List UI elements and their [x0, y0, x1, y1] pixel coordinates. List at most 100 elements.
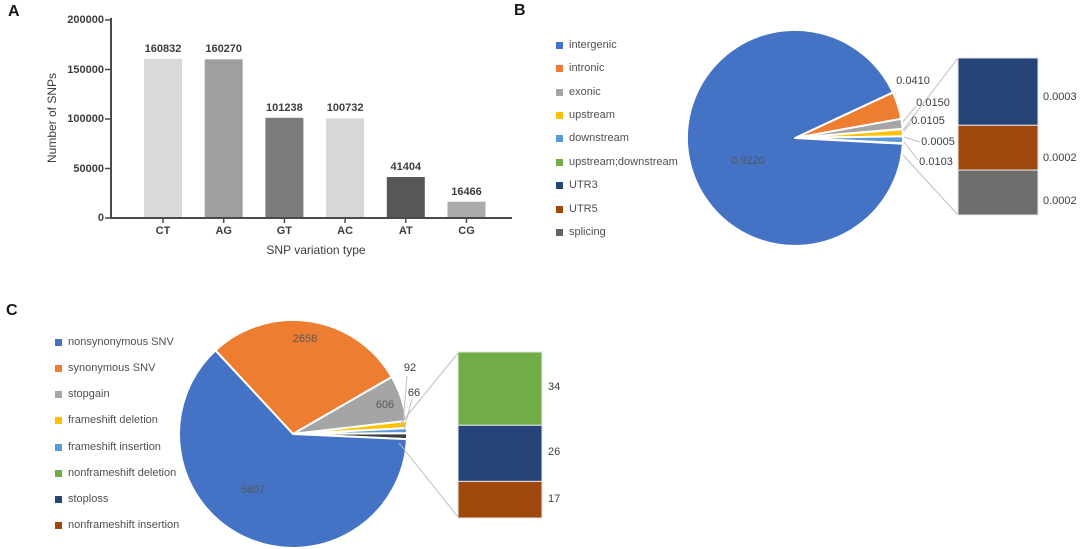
legend-swatch	[556, 158, 563, 166]
chart-line	[903, 136, 921, 143]
pie-slice-label: 0.0410	[896, 75, 930, 87]
x-category-label: AT	[398, 225, 413, 237]
legend-item-utr3: UTR3	[556, 179, 598, 191]
legend-label: frameshift deletion	[68, 414, 158, 426]
legend-label: stopgain	[68, 388, 110, 400]
legend-label: splicing	[569, 226, 606, 238]
pie-slice-nonsynonymous SNV	[178, 349, 408, 549]
legend-item-nonsynonymous-snv: nonsynonymous SNV	[55, 336, 174, 348]
y-axis-tick-label: 150000	[67, 63, 104, 76]
legend-swatch	[55, 521, 62, 529]
pie-slice-label: 0.9220	[731, 155, 765, 167]
breakout-segment-nonframeshift deletion	[457, 351, 543, 426]
bar-value-label: 160832	[144, 42, 182, 55]
legend-label: UTR5	[569, 203, 598, 215]
legend-item-nonframeshift-insertion: nonframeshift insertion	[55, 519, 179, 531]
legend-swatch	[556, 205, 563, 213]
legend-label: intergenic	[569, 39, 617, 51]
bar-AG	[204, 59, 243, 218]
legend-swatch	[55, 495, 62, 503]
y-axis-title: Number of SNPs	[45, 72, 59, 164]
legend-swatch	[556, 134, 563, 142]
chart-line	[903, 141, 919, 161]
legend-swatch	[55, 338, 62, 346]
legend-label: frameshift insertion	[68, 441, 161, 453]
pie-slice-label: 0.0005	[921, 136, 955, 148]
bar-value-label: 100732	[326, 102, 364, 115]
pie-slice-label: 606	[375, 399, 395, 411]
legend-label: nonframeshift insertion	[68, 519, 180, 531]
legend-swatch	[55, 443, 62, 451]
pie-slice-label: 0.0105	[911, 115, 945, 127]
breakout-bar-label: 0.0003	[1043, 91, 1077, 103]
breakout-segment-UTR5	[957, 124, 1039, 171]
legend-item-exonic: exonic	[556, 86, 601, 98]
chart-line	[902, 105, 917, 123]
legend-item-intergenic: intergenic	[556, 39, 617, 51]
panel-b-letter: B	[514, 2, 526, 19]
pie-slice-label: 2658	[292, 333, 318, 345]
legend-item-upstream-downstream: upstream;downstream	[556, 156, 678, 168]
y-axis-tick-label: 200000	[67, 14, 104, 26]
legend-swatch	[556, 228, 563, 236]
bar-GT	[265, 117, 304, 218]
chart-line	[902, 154, 959, 216]
legend-swatch	[556, 88, 563, 96]
pie-slice-label: 66	[407, 387, 421, 399]
legend-swatch	[556, 111, 563, 119]
pie-slice-synonymous SNV	[214, 318, 393, 435]
breakout-bar-label: 26	[548, 446, 561, 458]
bar-value-label: 16466	[451, 185, 482, 198]
breakout-bar-label: 0.0002	[1043, 195, 1077, 207]
legend-item-frameshift-deletion: frameshift deletion	[55, 414, 158, 426]
chart-line	[903, 122, 912, 132]
legend-label: UTR3	[569, 179, 598, 191]
chart-line	[902, 57, 959, 131]
legend-swatch	[55, 416, 62, 424]
legend-swatch	[55, 390, 62, 398]
bar-value-label: 101238	[266, 101, 303, 114]
legend-item-nonframeshift-deletion: nonframeshift deletion	[55, 467, 176, 479]
breakout-segment-stoploss	[457, 424, 543, 482]
legend-label: nonframeshift deletion	[68, 467, 177, 479]
legend-label: nonsynonymous SNV	[68, 336, 174, 348]
breakout-bar-label: 0.0002	[1043, 152, 1077, 164]
bar-CG	[447, 201, 486, 218]
breakout-segment-nonframeshift insertion	[457, 480, 543, 519]
pie-slice-label: 5807	[240, 484, 266, 496]
legend-item-splicing: splicing	[556, 226, 606, 238]
legend-item-frameshift-insertion: frameshift insertion	[55, 441, 161, 453]
bar-AC	[326, 118, 365, 218]
legend-item-utr5: UTR5	[556, 203, 598, 215]
panel-c-letter: C	[6, 302, 18, 319]
legend-label: upstream	[569, 109, 615, 121]
legend-swatch	[556, 181, 563, 189]
legend-item-downstream: downstream	[556, 132, 629, 144]
legend-label: intronic	[569, 62, 605, 74]
y-axis-tick-label: 0	[97, 212, 104, 224]
chart-line	[398, 442, 459, 518]
legend-item-stopgain: stopgain	[55, 388, 110, 400]
chart-line	[403, 398, 413, 430]
legend-label: stoploss	[68, 493, 109, 505]
breakout-bar-label: 17	[548, 493, 561, 505]
legend-label: exonic	[569, 86, 601, 98]
legend-label: upstream;downstream	[569, 156, 678, 168]
bar-value-label: 160270	[205, 43, 243, 56]
chart-line	[402, 375, 408, 424]
legend-swatch	[55, 364, 62, 372]
legend-swatch	[55, 469, 62, 477]
y-axis-tick-label: 100000	[67, 113, 104, 125]
pie-slice-label: 0.0150	[916, 97, 950, 109]
x-category-label: CG	[458, 225, 475, 237]
x-axis-title: SNP variation type	[266, 243, 366, 257]
y-axis-tick-label: 50000	[73, 162, 104, 175]
breakout-segment-UTR3	[957, 57, 1039, 126]
legend-item-synonymous-snv: synonymous SNV	[55, 362, 155, 374]
legend-item-stoploss: stoploss	[55, 493, 108, 505]
legend-item-upstream: upstream	[556, 109, 615, 121]
x-category-label: AG	[215, 225, 232, 237]
x-category-label: CT	[155, 225, 171, 237]
